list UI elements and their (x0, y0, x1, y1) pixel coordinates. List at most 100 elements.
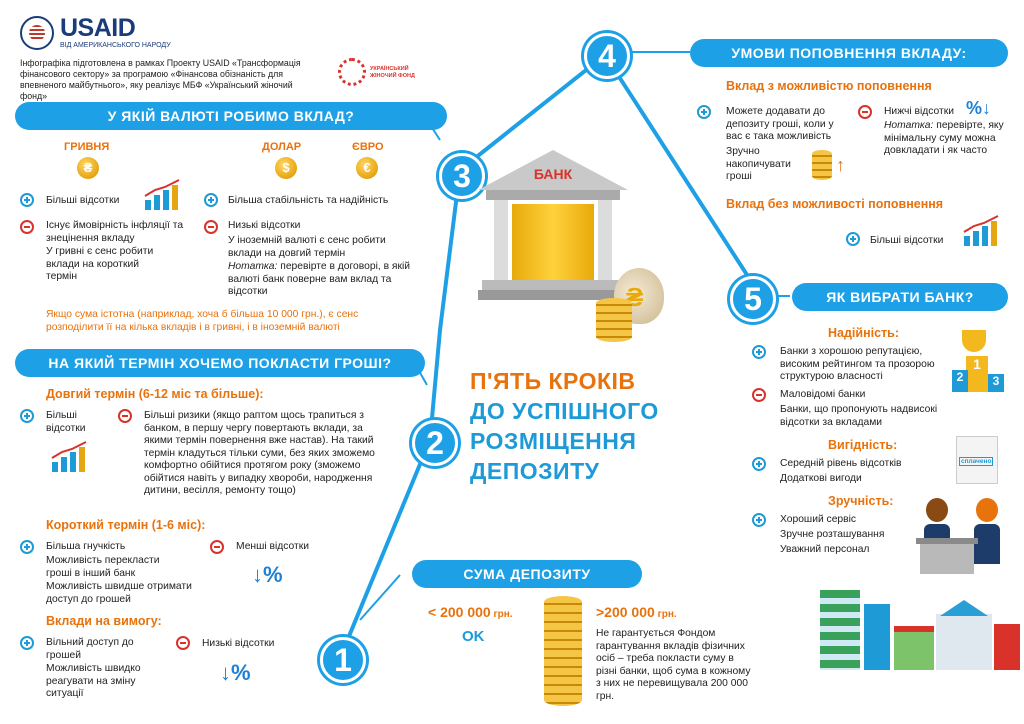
fx-plus: Більша стабільність та надійність (228, 195, 389, 206)
plus-icon (204, 193, 218, 207)
left-amount: < 200 000 грн. (428, 604, 513, 620)
arrow-up-icon: ↑ (836, 155, 845, 175)
step3-banner-text: У ЯКІЙ ВАЛЮТІ РОБИМО ВКЛАД? (107, 108, 355, 124)
with-note: Нотатка: перевірте, яку мінімальну суму … (884, 120, 1014, 158)
left-amount-value: < 200 000 (428, 604, 491, 620)
bank-building-icon (478, 150, 628, 310)
growth-chart-icon (963, 215, 999, 246)
without-topup-heading: Вклад без можливості поповнення (726, 197, 944, 211)
long-plus: Більші відсотки (46, 410, 86, 434)
minus-icon (176, 636, 190, 650)
with-topup-heading: Вклад з можливістю поповнення (726, 79, 932, 93)
ben-plus2: Додаткові вигоди (780, 473, 862, 484)
fx-minus1: Низькі відсотки (228, 220, 301, 231)
with-plus2: Зручно накопичувати гроші (726, 146, 791, 182)
title-line4: ДЕПОЗИТУ (470, 458, 600, 484)
left-ok: OK (462, 628, 485, 645)
right-amount-unit: грн. (654, 609, 677, 620)
bank-clerks-icon (916, 498, 1016, 576)
short-minus: Менші відсотки (236, 541, 310, 552)
coin-pile-icon (596, 298, 632, 342)
reliability-heading: Надійність: (828, 326, 900, 340)
without-plus: Більші відсотки (870, 235, 944, 246)
hryvnia-coin-icon: ₴ (77, 157, 99, 179)
receipt-icon: сплачено (956, 436, 998, 484)
minus-icon (118, 409, 132, 423)
usaid-logo: USAID (60, 14, 136, 42)
step5-banner: ЯК ВИБРАТИ БАНК? (792, 283, 1008, 311)
title-line2: ДО УСПІШНОГО (470, 398, 659, 424)
step1-number: 1 (320, 637, 366, 683)
hryvnia-minus1: Існує ймовірність інфляції та знецінення… (46, 220, 184, 244)
percent-down-icon: %↓ (966, 98, 992, 118)
minus-icon (752, 388, 766, 402)
with-plus1: Можете додавати до депозиту гроші, коли … (726, 106, 834, 142)
convenience-heading: Зручність: (828, 494, 894, 508)
step5-banner-text: ЯК ВИБРАТИ БАНК? (826, 289, 974, 305)
minus-icon (20, 220, 34, 234)
right-text: Не гарантується Фондом гарантування вкла… (596, 628, 751, 702)
rel-minus1: Маловідомі банки (780, 389, 866, 400)
dollar-label: ДОЛАР (262, 141, 302, 153)
conv-plus3: Уважний персонал (780, 544, 870, 555)
left-amount-unit: грн. (490, 609, 513, 620)
city-buildings-icon (820, 590, 1020, 670)
usaid-seal-icon (20, 16, 54, 50)
plus-icon (20, 540, 34, 554)
step2-banner-text: НА ЯКИЙ ТЕРМІН ХОЧЕМО ПОКЛАСТИ ГРОШІ? (48, 355, 392, 371)
long-term-heading: Довгий термін (6-12 міс та більше): (46, 387, 264, 401)
bank-label: БАНК (533, 166, 573, 182)
plus-icon (697, 105, 711, 119)
plus-icon (20, 193, 34, 207)
fund-logo-icon (338, 58, 366, 86)
fx-note: Нотатка: перевірте в договорі, в якій ва… (228, 261, 424, 299)
rank-blocks-icon: 1 2 3 (952, 356, 1004, 392)
plus-icon (752, 345, 766, 359)
conv-plus2: Зручне розташування (780, 529, 885, 540)
coin-stack-icon (812, 150, 832, 180)
growth-chart-icon (144, 179, 180, 210)
long-minus: Більші ризики (якщо раптом щось трапитьс… (144, 410, 375, 496)
step1-banner: СУМА ДЕПОЗИТУ (412, 560, 642, 588)
receipt-stamp: сплачено (959, 457, 994, 466)
plus-icon (752, 457, 766, 471)
growth-chart-icon (51, 441, 87, 472)
note-label: Нотатка: (884, 120, 934, 131)
euro-coin-icon: € (356, 157, 378, 179)
usaid-logo-sub: ВІД АМЕРИКАНСЬКОГО НАРОДУ (60, 42, 171, 49)
title-line3: РОЗМІЩЕННЯ (470, 428, 637, 454)
short-term-heading: Короткий термін (1-6 міс): (46, 518, 206, 532)
step2-banner: НА ЯКИЙ ТЕРМІН ХОЧЕМО ПОКЛАСТИ ГРОШІ? (15, 349, 425, 377)
step4-banner-text: УМОВИ ПОПОВНЕННЯ ВКЛАДУ: (731, 45, 967, 61)
fx-minus2: У іноземній валюті є сенс робити вклади … (228, 235, 386, 259)
coin-stack-icon (544, 596, 582, 706)
with-minus: Нижчі відсотки (884, 106, 954, 117)
demand-heading: Вклади на вимогу: (46, 614, 162, 628)
plus-icon (846, 232, 860, 246)
plus-icon (20, 409, 34, 423)
rel-plus: Банки з хорошою репутацією, високим рейт… (780, 346, 935, 382)
step3-banner: У ЯКІЙ ВАЛЮТІ РОБИМО ВКЛАД? (15, 102, 447, 130)
short-plus1: Більша гнучкість (46, 541, 126, 552)
minus-icon (204, 220, 218, 234)
demand-plus1: Вільний доступ до грошей (46, 637, 134, 661)
minus-icon (210, 540, 224, 554)
trophy-icon (962, 330, 986, 352)
header-intro: Інфографіка підготовлена в рамках Проект… (20, 58, 301, 101)
step4-number: 4 (584, 33, 630, 79)
main-title: П'ЯТЬ КРОКІВ ДО УСПІШНОГО РОЗМІЩЕННЯ ДЕП… (470, 366, 659, 486)
euro-label: ЄВРО (352, 141, 384, 153)
currency-advice: Якщо сума істотна (наприклад, хоча б біл… (46, 309, 359, 333)
hryvnia-minus2: У гривні є сенс робити вклади на коротки… (46, 246, 154, 282)
demand-minus: Низькі відсотки (202, 638, 275, 649)
dollar-coin-icon: $ (275, 157, 297, 179)
short-plus3: Можливість швидше отримати доступ до гро… (46, 581, 192, 605)
ben-plus1: Середній рівень відсотків (780, 458, 902, 469)
title-line1: П'ЯТЬ КРОКІВ (470, 368, 636, 394)
step1-banner-text: СУМА ДЕПОЗИТУ (463, 566, 591, 582)
hryvnia-label: ГРИВНЯ (64, 141, 110, 153)
step2-number: 2 (412, 420, 458, 466)
note-label: Нотатка: (228, 261, 278, 272)
plus-icon (20, 636, 34, 650)
note-text: перевірте, яку мінімальну суму можна дов… (884, 120, 1004, 156)
